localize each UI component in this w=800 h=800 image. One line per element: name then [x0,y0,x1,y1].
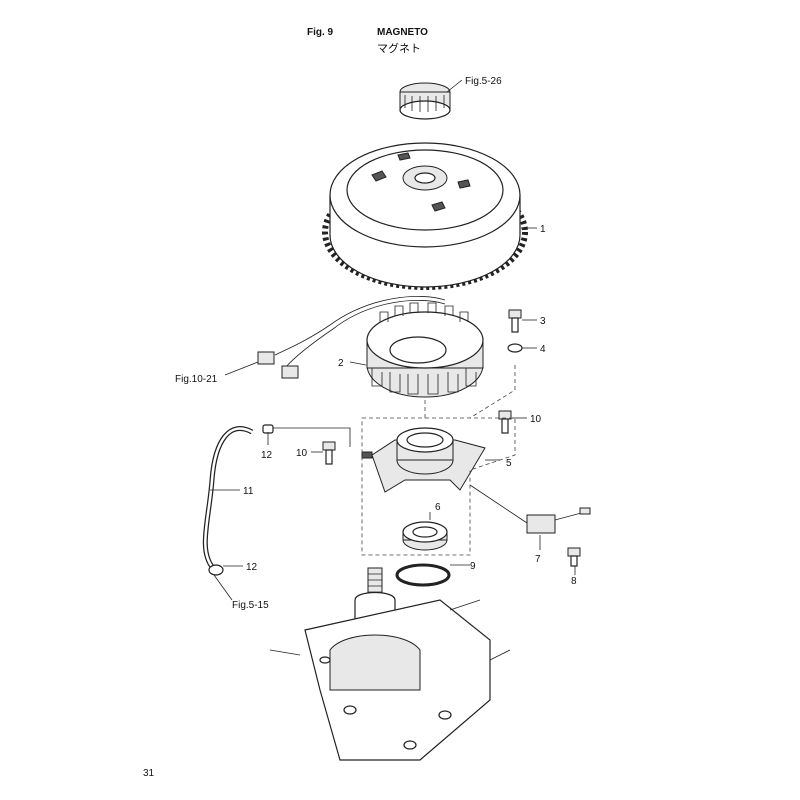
leader-lines [210,79,576,601]
bolt-10-left [322,441,336,465]
callout-1: 1 [540,224,546,235]
figure-number: Fig. 9 [307,27,334,38]
bolt-8 [567,547,581,567]
bolt-3 [508,309,522,333]
power-head [269,567,511,761]
callout-5: 5 [506,458,512,469]
callout-11: 11 [243,486,254,497]
hose [202,426,254,570]
o-ring [395,563,451,587]
ref-fig-10-21: Fig.10-21 [175,374,218,385]
stator-base [361,427,486,493]
starter-pulley [399,82,451,120]
oil-seal [402,521,448,551]
figure-title: MAGNETO [377,27,428,38]
callout-7: 7 [535,554,541,565]
figure-title-japanese: マグネト [377,43,421,55]
flywheel [322,142,528,290]
callout-4: 4 [540,344,546,355]
ref-fig-5-15: Fig.5-15 [232,600,269,611]
callout-6: 6 [435,502,441,513]
callout-2: 2 [338,358,344,369]
bolt-10-right [498,410,512,434]
callout-8: 8 [571,576,577,587]
pulser-coil [469,484,591,534]
callout-10-left: 10 [296,448,308,459]
ref-fig-5-26: Fig.5-26 [465,76,502,87]
page-number: 31 [143,768,155,779]
callout-12-bottom: 12 [246,562,258,573]
stator-wire-harness [257,296,446,379]
callout-9: 9 [470,561,476,572]
callout-10-right: 10 [530,414,542,425]
stator-coil [366,302,484,398]
hose-clip-bottom [208,564,224,576]
callout-12-top: 12 [261,450,273,461]
hose-clip-top [262,424,274,434]
callout-3: 3 [540,316,546,327]
washer-4 [507,343,523,353]
